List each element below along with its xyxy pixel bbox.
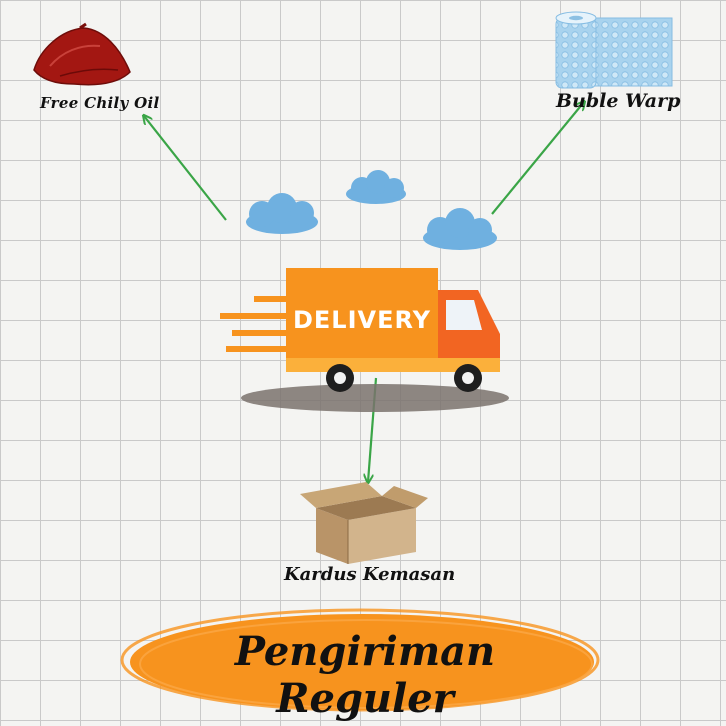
bubble-wrap-roll-icon bbox=[556, 12, 672, 88]
label-kardus-kemasan: Kardus Kemasan bbox=[284, 564, 455, 585]
arrow-to-chili bbox=[144, 116, 226, 220]
cloud-icon bbox=[246, 193, 318, 234]
delivery-truck-icon: DELIVERY bbox=[220, 268, 500, 392]
label-free-chily-oil: Free Chily Oil bbox=[40, 94, 159, 112]
arrow-to-bubble bbox=[492, 102, 584, 214]
truck-text: DELIVERY bbox=[293, 306, 431, 334]
cardboard-box-icon bbox=[300, 482, 428, 564]
footer-title: Pengiriman Reguler bbox=[140, 628, 590, 722]
label-buble-warp: Buble Warp bbox=[556, 90, 680, 112]
cloud-icon bbox=[346, 170, 406, 204]
chili-oil-pack-icon bbox=[34, 24, 130, 85]
cloud-icon bbox=[423, 208, 497, 250]
